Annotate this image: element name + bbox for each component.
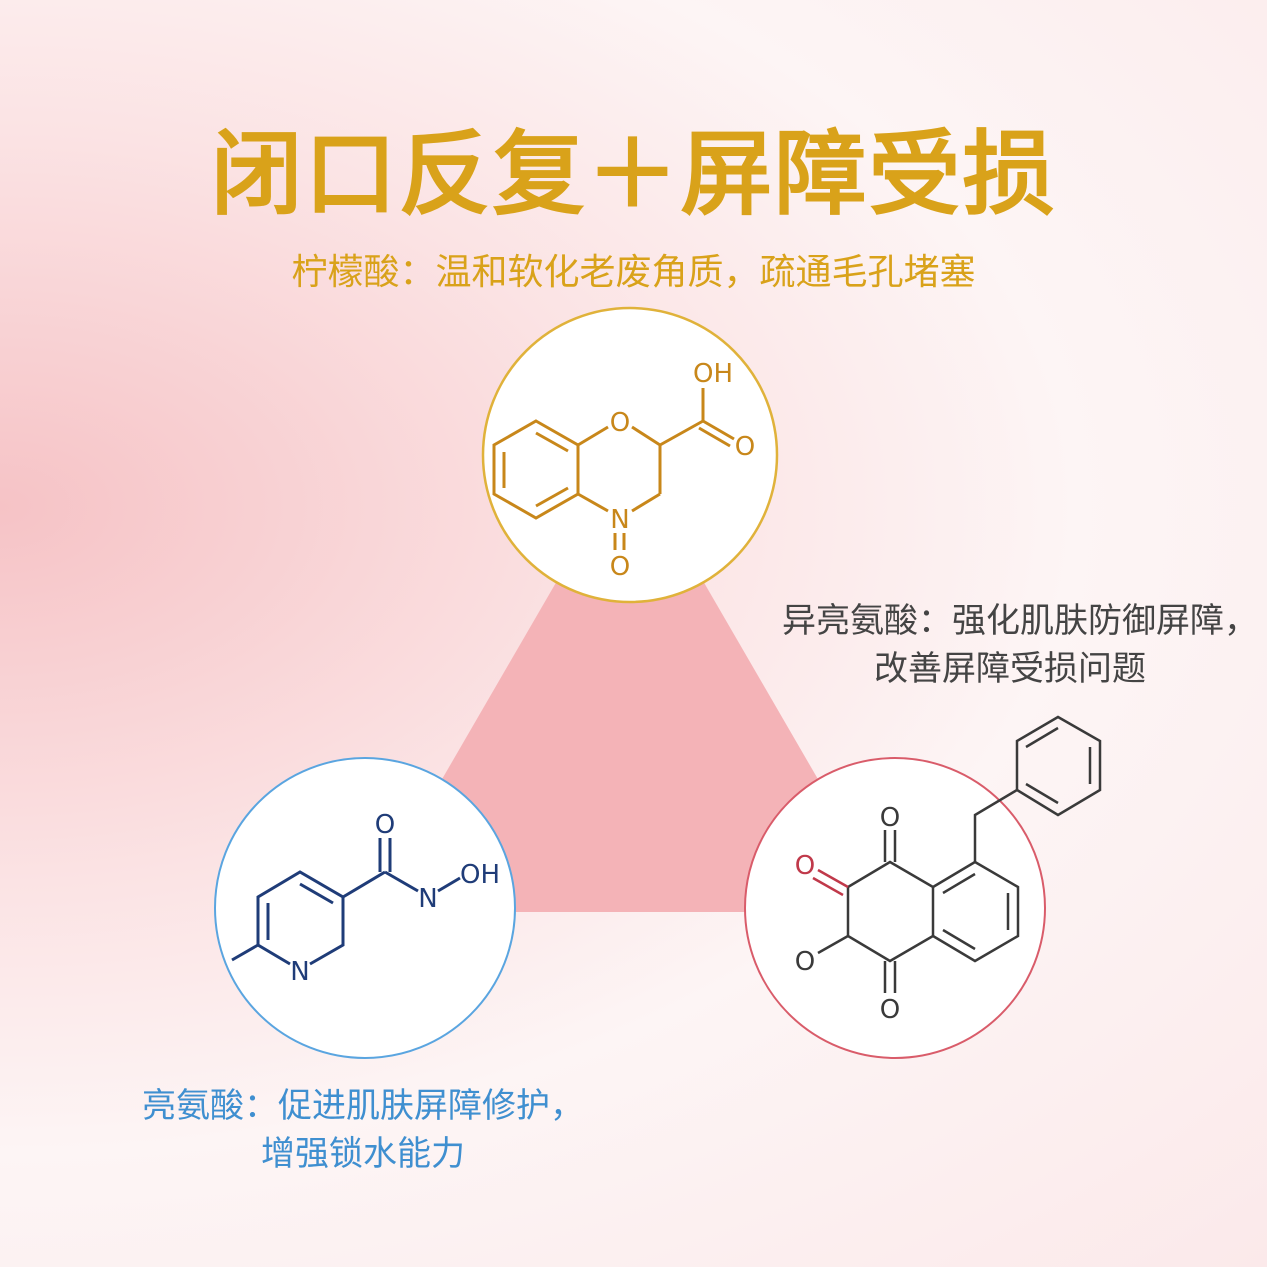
top-molecule-structure <box>492 388 735 550</box>
leucine-description: 亮氨酸：促进肌肤屏障修护， 增强锁水能力 <box>118 1082 608 1178</box>
left-atom-label: O <box>375 810 395 840</box>
right-molecule-structure <box>812 715 1102 993</box>
leucine-line-1: 亮氨酸：促进肌肤屏障修护， <box>142 1086 584 1126</box>
right-atom-label: O <box>880 803 900 833</box>
connecting-triangle <box>365 455 895 912</box>
right-molecule-circle <box>744 757 1046 1059</box>
page-title: 闭口反复＋屏障受损 <box>210 121 1057 228</box>
top-atom-label: O <box>735 432 755 462</box>
isoleucine-line-1: 异亮氨酸：强化肌肤防御屏障， <box>782 601 1258 641</box>
citric-acid-description: 柠檬酸：温和软化老废角质，疏通毛孔堵塞 <box>291 252 976 293</box>
isoleucine-description: 异亮氨酸：强化肌肤防御屏障， 改善屏障受损问题 <box>738 597 1258 693</box>
top-atom-label: OH <box>693 359 733 389</box>
right-atom-label: O <box>795 947 815 977</box>
left-molecule-circle <box>214 757 516 1059</box>
left-atom-label: OH <box>460 860 500 890</box>
left-atom-label: N <box>290 957 309 987</box>
right-atom-label: O <box>880 995 900 1025</box>
top-atom-label: N <box>610 505 629 535</box>
left-molecule-structure <box>231 838 461 966</box>
top-atom-label: O <box>610 552 630 582</box>
isoleucine-line-2: 改善屏障受损问题 <box>874 649 1146 689</box>
top-molecule-circle <box>481 306 779 604</box>
left-atom-label: N <box>418 884 437 914</box>
leucine-line-2: 增强锁水能力 <box>261 1134 465 1174</box>
top-atom-label: O <box>610 408 630 438</box>
right-atom-label: O <box>795 851 815 881</box>
